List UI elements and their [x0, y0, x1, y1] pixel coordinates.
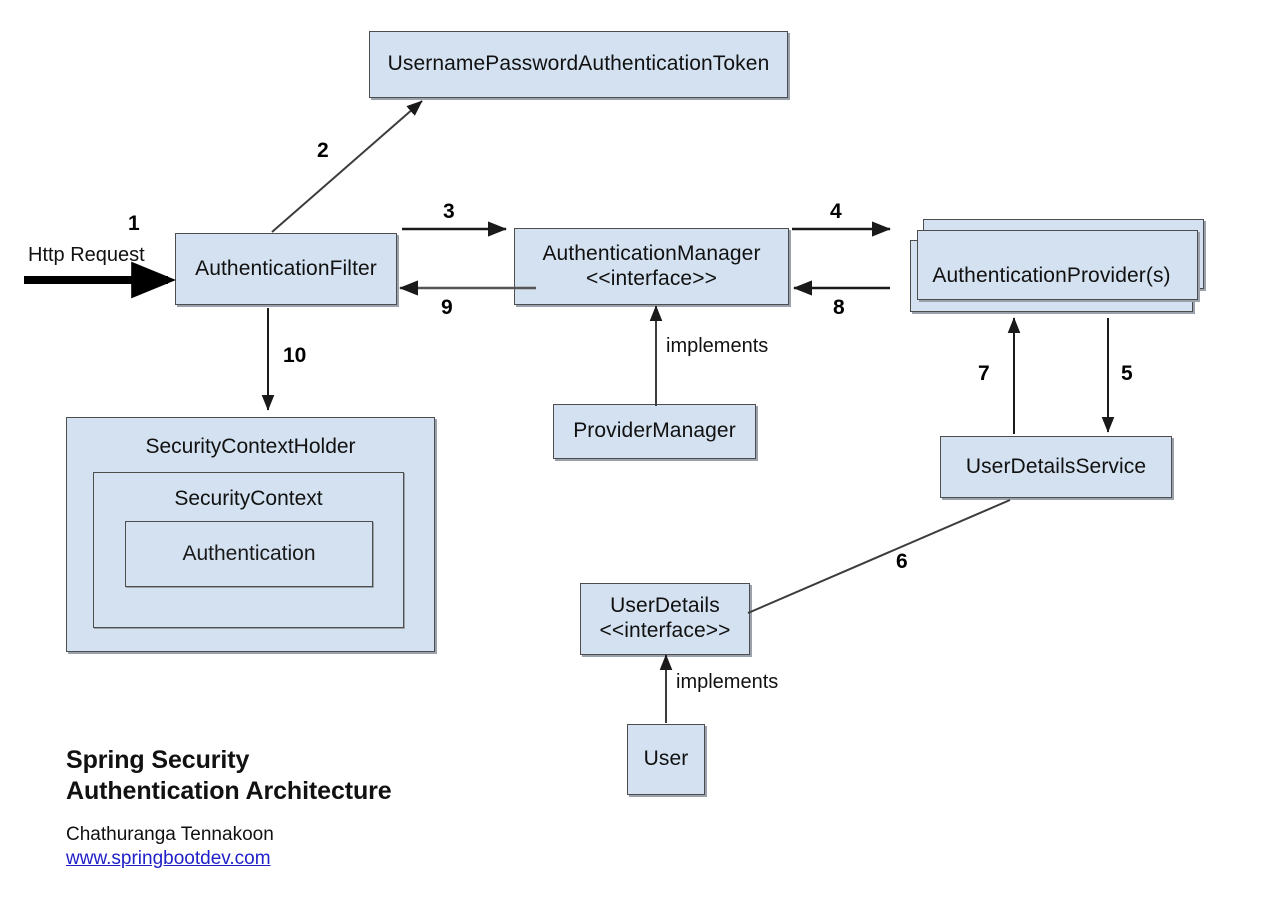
- step-label-3: 3: [443, 200, 455, 223]
- node-label: UserDetails <<interface>>: [599, 594, 731, 642]
- node-username-password-authentication-token[interactable]: UsernamePasswordAuthenticationToken: [369, 31, 788, 98]
- implements-label-user: implements: [676, 671, 779, 693]
- authentication-label: Authentication: [182, 542, 316, 565]
- security-context-label: SecurityContext: [174, 487, 323, 510]
- http-request-label: Http Request: [28, 244, 145, 266]
- credits-website-link[interactable]: www.springbootdev.com: [66, 848, 271, 869]
- node-user-details[interactable]: UserDetails <<interface>>: [580, 583, 750, 655]
- step-label-7: 7: [978, 362, 990, 385]
- node-label: User: [643, 747, 689, 771]
- credits-block: Spring Security Authentication Architect…: [66, 745, 392, 870]
- node-user[interactable]: User: [627, 724, 705, 795]
- security-context-holder-label: SecurityContextHolder: [145, 435, 356, 458]
- node-label: ProviderManager: [573, 419, 736, 443]
- node-label: UsernamePasswordAuthenticationToken: [387, 52, 770, 76]
- step-label-8: 8: [833, 296, 845, 319]
- implements-label-provider-manager: implements: [666, 335, 769, 357]
- credits-heading: Spring Security Authentication Architect…: [66, 746, 392, 805]
- node-provider-manager[interactable]: ProviderManager: [553, 404, 756, 459]
- node-label: AuthenticationManager <<interface>>: [542, 241, 761, 290]
- node-authentication[interactable]: Authentication: [125, 521, 373, 587]
- node-label: UserDetailsService: [965, 454, 1147, 478]
- node-authentication-providers[interactable]: AuthenticationProvider(s): [910, 219, 1204, 312]
- node-user-details-service[interactable]: UserDetailsService: [940, 436, 1172, 498]
- step-label-2: 2: [317, 139, 329, 162]
- step-label-4: 4: [830, 200, 842, 223]
- step-label-1: 1: [128, 212, 140, 235]
- node-authentication-filter[interactable]: AuthenticationFilter: [175, 233, 397, 305]
- arrow-step-2: [271, 100, 423, 233]
- node-authentication-manager[interactable]: AuthenticationManager <<interface>>: [514, 228, 789, 305]
- step-label-10: 10: [283, 344, 307, 367]
- node-security-context[interactable]: SecurityContext Authentication: [93, 472, 404, 628]
- step-label-9: 9: [441, 296, 453, 319]
- step-label-6: 6: [896, 550, 908, 573]
- node-security-context-holder[interactable]: SecurityContextHolder SecurityContext Au…: [66, 417, 435, 652]
- node-label: AuthenticationProvider(s): [932, 263, 1171, 287]
- arrow-step-6: [747, 499, 1011, 614]
- step-label-5: 5: [1121, 362, 1133, 385]
- credits-author: Chathuranga Tennakoon: [66, 824, 274, 845]
- node-label: AuthenticationFilter: [195, 256, 377, 280]
